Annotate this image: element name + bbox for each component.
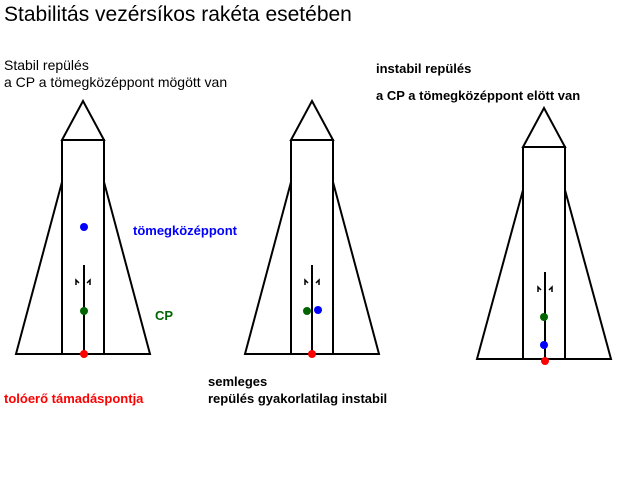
cp-label: CP bbox=[155, 308, 174, 323]
page-title: Stabilitás vezérsíkos rakéta esetében bbox=[4, 3, 352, 26]
com-label: tömegközéppont bbox=[133, 223, 237, 238]
rocket-unstable-com-point bbox=[540, 341, 548, 349]
rocket-unstable bbox=[475, 105, 613, 360]
rocket-unstable-cp-point bbox=[540, 313, 548, 321]
rocket-neutral-thrust-point bbox=[308, 350, 316, 358]
rocket-neutral bbox=[243, 98, 381, 355]
unstable-heading: instabil repülés bbox=[376, 61, 472, 76]
rocket-neutral-nose bbox=[289, 98, 335, 141]
rocket-neutral-com-point bbox=[314, 306, 322, 314]
rocket-unstable-thrust-point bbox=[541, 357, 549, 365]
rocket-neutral-cp-point bbox=[303, 307, 311, 315]
rocket-stable-cp-point bbox=[80, 307, 88, 315]
rocket-stable-thrust-point bbox=[80, 350, 88, 358]
thrust-label: tolóerő támadáspontja bbox=[4, 391, 144, 406]
neutral-label-line2: repülés gyakorlatilag instabil bbox=[208, 391, 388, 406]
unstable-description: a CP a tömegközéppont elött van bbox=[376, 88, 581, 103]
rocket-unstable-nose bbox=[521, 105, 567, 148]
rocket-stable-nose bbox=[60, 98, 106, 141]
rocket-stable-com-point bbox=[80, 223, 88, 231]
stable-description: a CP a tömegközéppont mögött van bbox=[4, 74, 228, 90]
stable-heading: Stabil repülés bbox=[4, 57, 89, 73]
neutral-label-line1: semleges bbox=[208, 374, 268, 389]
